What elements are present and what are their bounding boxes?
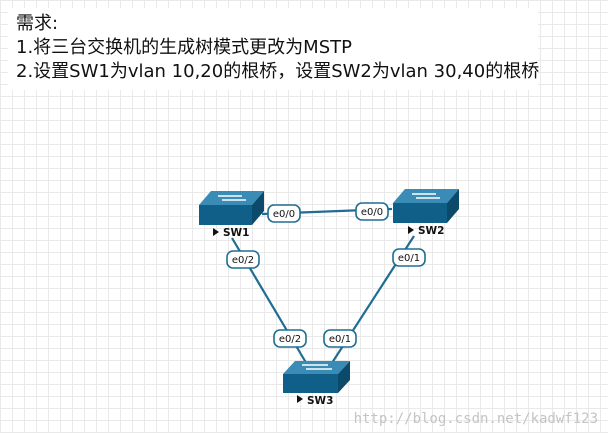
switch-arrows-icon [302, 364, 332, 370]
svg-text:e0/1: e0/1 [398, 253, 420, 264]
switch-sw2[interactable] [393, 189, 459, 223]
switch-sw3[interactable] [283, 361, 350, 393]
sw2-label: SW2 [418, 225, 444, 237]
svg-text:e0/0: e0/0 [361, 207, 383, 218]
port-label-sw3-e0-1: e0/1 [323, 329, 357, 348]
svg-text:e0/2: e0/2 [279, 334, 301, 345]
port-label-sw1-e0-0: e0/0 [267, 204, 301, 223]
port-label-sw2-e0-1: e0/1 [392, 248, 426, 267]
sw3-label-arrow-icon [297, 395, 303, 403]
requirements-block: 需求: 1.将三台交换机的生成树模式更改为MSTP 2.设置SW1为vlan 1… [8, 8, 540, 90]
requirement-item-1: 1.将三台交换机的生成树模式更改为MSTP [16, 37, 352, 58]
sw2-label-arrow-icon [408, 226, 414, 234]
port-label-sw1-e0-2: e0/2 [226, 250, 260, 269]
switch-arrows-icon [218, 195, 246, 201]
port-label-sw3-e0-2: e0/2 [273, 329, 307, 348]
switch-sw1[interactable] [199, 191, 264, 225]
requirements-title: 需求: [16, 13, 59, 34]
switch-arrows-icon [412, 193, 440, 199]
sw1-label: SW1 [223, 227, 249, 239]
watermark: http://blog.csdn.net/kadwf123 [353, 411, 598, 427]
sw1-label-arrow-icon [213, 228, 219, 236]
svg-text:e0/2: e0/2 [232, 255, 254, 266]
svg-text:e0/0: e0/0 [273, 209, 295, 220]
port-label-sw2-e0-0: e0/0 [355, 202, 389, 221]
sw3-label: SW3 [307, 395, 333, 407]
svg-text:e0/1: e0/1 [329, 334, 351, 345]
requirement-item-2: 2.设置SW1为vlan 10,20的根桥，设置SW2为vlan 30,40的根… [16, 61, 540, 82]
